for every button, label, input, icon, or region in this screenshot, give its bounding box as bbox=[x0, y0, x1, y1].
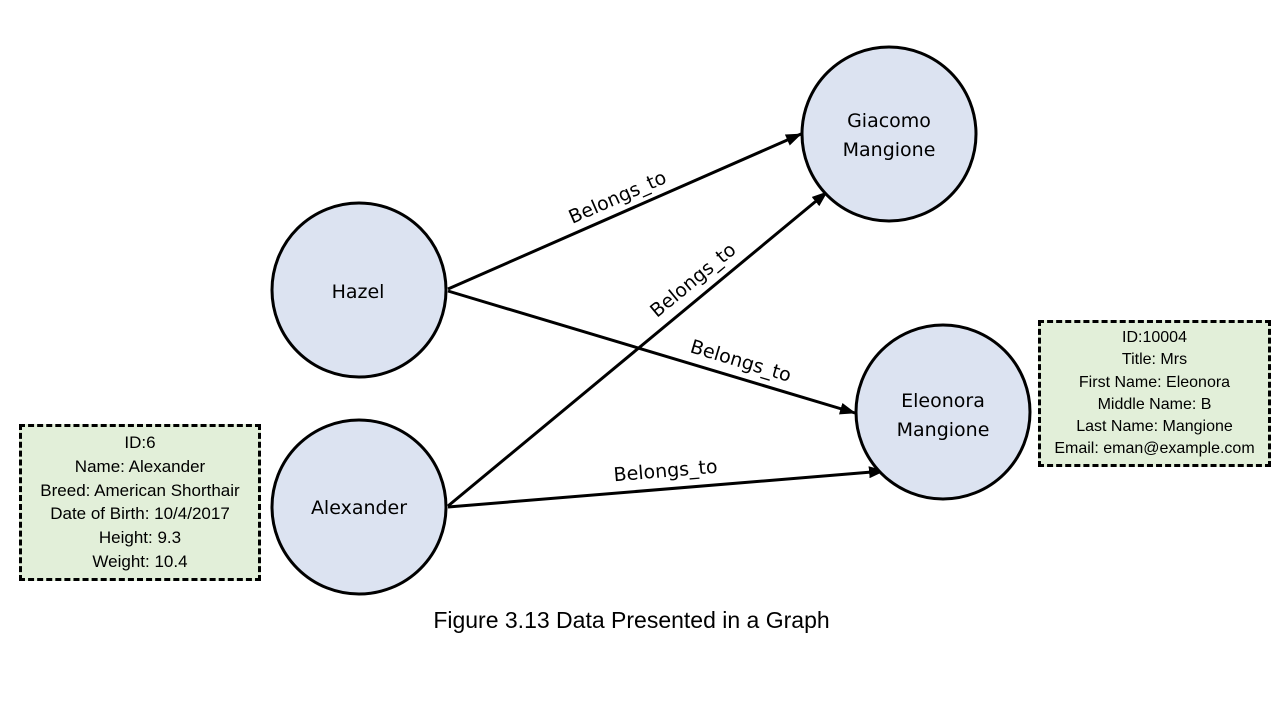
edge-hazel-to-eleonora bbox=[447, 289, 856, 415]
node-hazel: Hazel bbox=[270, 201, 448, 379]
cat-breed: Breed: American Shorthair bbox=[40, 480, 240, 500]
edge-hazel-to-giacomo bbox=[447, 132, 802, 291]
edge-label-alexander-eleonora: Belongs_to bbox=[613, 456, 719, 486]
node-eleonora-mangione: Eleonora Mangione bbox=[854, 323, 1032, 501]
owner-first-name: First Name: Eleonora bbox=[1078, 373, 1231, 391]
cat-id: ID:6 bbox=[124, 433, 156, 452]
owner-attributes-box: ID:10004 Title: Mrs First Name: Eleonora… bbox=[1038, 320, 1271, 467]
cat-name: Name: Alexander bbox=[74, 456, 206, 476]
owner-last-name: Last Name: Mangione bbox=[1076, 418, 1233, 436]
node-giacomo-label-line1: Giacomo bbox=[847, 110, 931, 132]
figure-caption: Figure 3.13 Data Presented in a Graph bbox=[433, 607, 830, 633]
owner-email: Email: eman@example.com bbox=[1054, 440, 1255, 458]
node-eleonora-label-line2: Mangione bbox=[897, 419, 990, 441]
node-alexander-label: Alexander bbox=[311, 497, 407, 519]
node-eleonora-label-line1: Eleonora bbox=[901, 390, 985, 412]
owner-middle-name: Middle Name: B bbox=[1097, 395, 1212, 413]
owner-id: ID:10004 bbox=[1122, 329, 1187, 346]
node-giacomo-mangione: Giacomo Mangione bbox=[800, 45, 978, 223]
cat-date-of-birth: Date of Birth: 10/4/2017 bbox=[50, 504, 230, 524]
edge-label-alexander-giacomo: Belongs_to bbox=[646, 239, 740, 322]
cat-attributes-box: ID:6 Name: Alexander Breed: American Sho… bbox=[19, 424, 261, 581]
node-alexander: Alexander bbox=[270, 418, 448, 596]
owner-title: Title: Mrs bbox=[1121, 351, 1188, 369]
node-giacomo-label-line2: Mangione bbox=[843, 139, 936, 161]
edge-alexander-to-eleonora bbox=[447, 466, 885, 509]
cat-weight: Weight: 10.4 bbox=[92, 551, 188, 571]
cat-height: Height: 9.3 bbox=[98, 528, 182, 548]
node-hazel-label: Hazel bbox=[332, 281, 385, 303]
